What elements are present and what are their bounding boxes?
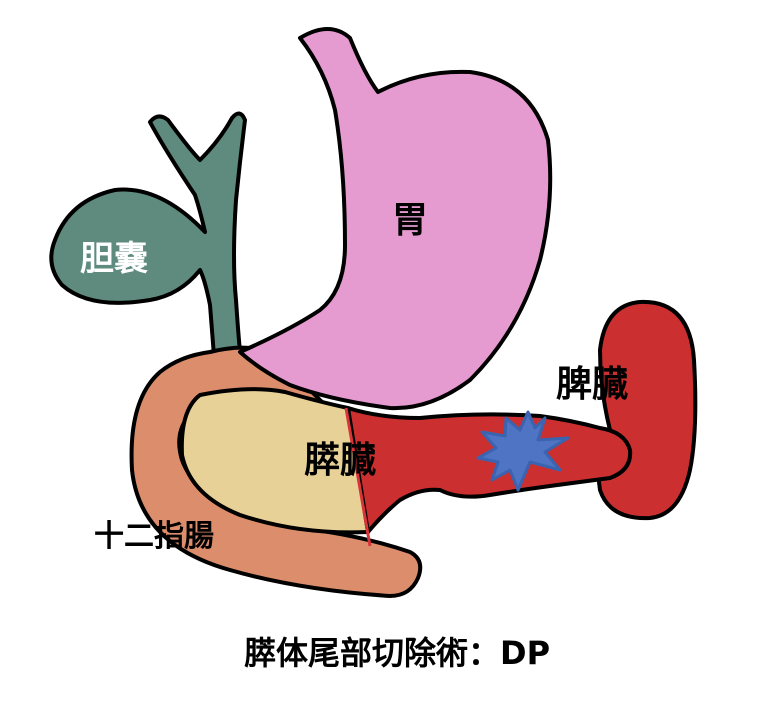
- label-duodenum: 十二指腸: [94, 519, 214, 554]
- tumor-burst-icon: [476, 410, 570, 492]
- spleen-shape: [596, 299, 698, 521]
- label-pancreas: 膵臓: [304, 440, 376, 481]
- spleen-organ: [596, 299, 698, 521]
- gallbladder-organ: [49, 111, 247, 358]
- pancreas-head-shape: [179, 387, 370, 535]
- label-spleen: 脾臓: [556, 364, 628, 405]
- stomach-shape: [238, 27, 553, 411]
- gallbladder-shape: [49, 111, 247, 358]
- label-stomach: 胃: [392, 200, 428, 241]
- resection-line: [344, 407, 372, 547]
- stomach-organ: [238, 27, 553, 411]
- diagram-title: 膵体尾部切除術：DP: [244, 634, 550, 672]
- pancreas-organ: [179, 387, 633, 547]
- pancreas-tail-shape: [346, 406, 633, 534]
- label-gallbladder: 胆嚢: [80, 239, 148, 279]
